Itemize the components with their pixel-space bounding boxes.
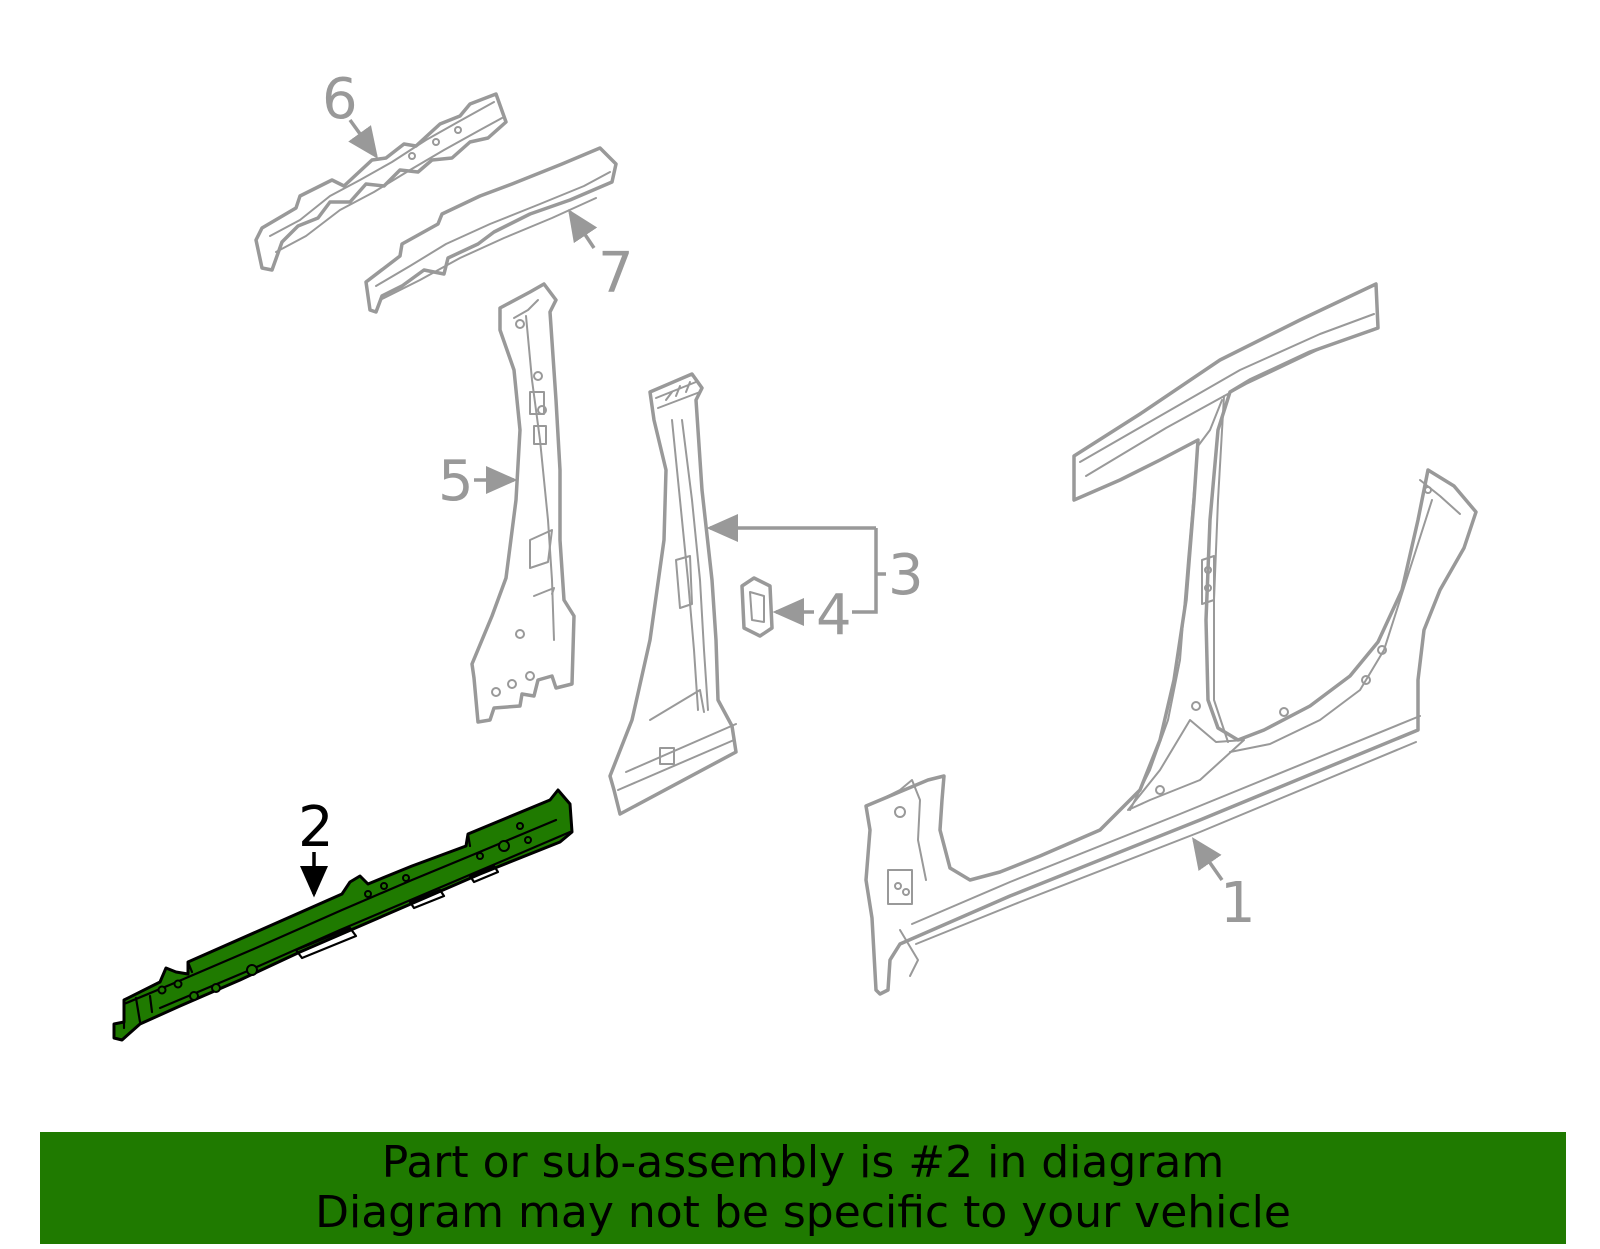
callout-5: 5	[438, 449, 474, 514]
callout-3: 3	[888, 543, 924, 608]
part-6-roof-rail-inner[interactable]	[254, 92, 508, 272]
leader-7	[568, 209, 598, 249]
part-2-rocker-panel[interactable]	[112, 788, 574, 1042]
callout-2: 2	[298, 795, 334, 860]
leader-1	[1191, 837, 1224, 882]
part-1-body-side-outer[interactable]	[864, 282, 1478, 996]
part-3-b-pillar-outer[interactable]	[608, 372, 738, 816]
part-4-bracket[interactable]	[740, 576, 774, 638]
callout-6: 6	[322, 67, 358, 132]
part-5-b-pillar-reinforcement[interactable]	[470, 282, 576, 724]
part-7-roof-rail-outer[interactable]	[364, 146, 618, 314]
leader-3-bracket	[714, 526, 878, 614]
callout-1: 1	[1220, 871, 1256, 936]
callout-4: 4	[816, 583, 852, 648]
info-banner: Part or sub-assembly is #2 in diagram Di…	[40, 1132, 1566, 1244]
banner-line-1: Part or sub-assembly is #2 in diagram	[381, 1137, 1225, 1188]
banner-line-2: Diagram may not be specific to your vehi…	[315, 1187, 1291, 1238]
leader-6	[348, 118, 379, 159]
callout-7: 7	[598, 241, 634, 306]
